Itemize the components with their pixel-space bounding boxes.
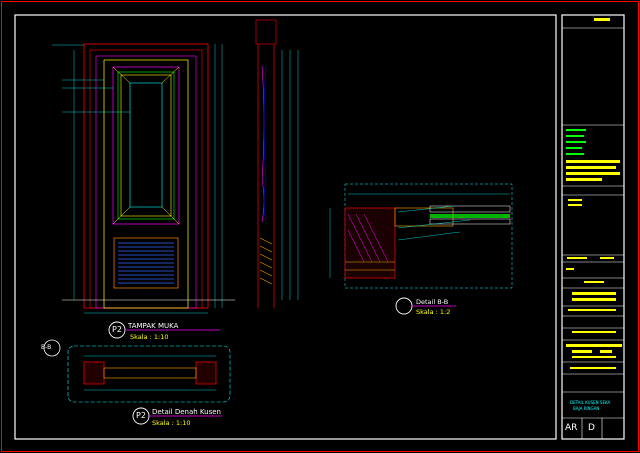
door-side-section[interactable] bbox=[255, 19, 299, 308]
bb-title: Detail B-B bbox=[416, 298, 449, 306]
code-right: D bbox=[588, 423, 595, 433]
title-block bbox=[561, 14, 625, 440]
drawing-title: DETAIL KUSEN SEKA bbox=[570, 400, 611, 405]
detail-denah-kusen[interactable] bbox=[43, 339, 231, 403]
tampak-title: TAMPAK MUKA bbox=[128, 322, 179, 330]
denah-scale: Skala : 1:10 bbox=[152, 419, 191, 427]
denah-title: Detail Denah Kusen bbox=[152, 408, 221, 416]
tampak-scale: Skala : 1:10 bbox=[130, 333, 169, 341]
sheet-inner-frame bbox=[14, 14, 557, 440]
tampak-id: P2 bbox=[112, 325, 122, 334]
door-elevation[interactable] bbox=[52, 43, 235, 314]
bb-scale: Skala : 1:2 bbox=[416, 308, 451, 316]
bb-section-marker: B-B bbox=[41, 344, 52, 351]
detail-bb[interactable] bbox=[329, 183, 513, 289]
drawing-label-markers bbox=[108, 297, 456, 425]
code-left: AR bbox=[565, 423, 578, 433]
denah-id: P2 bbox=[136, 411, 146, 420]
drawing-subtitle: BAJA RINGAN bbox=[573, 406, 600, 411]
